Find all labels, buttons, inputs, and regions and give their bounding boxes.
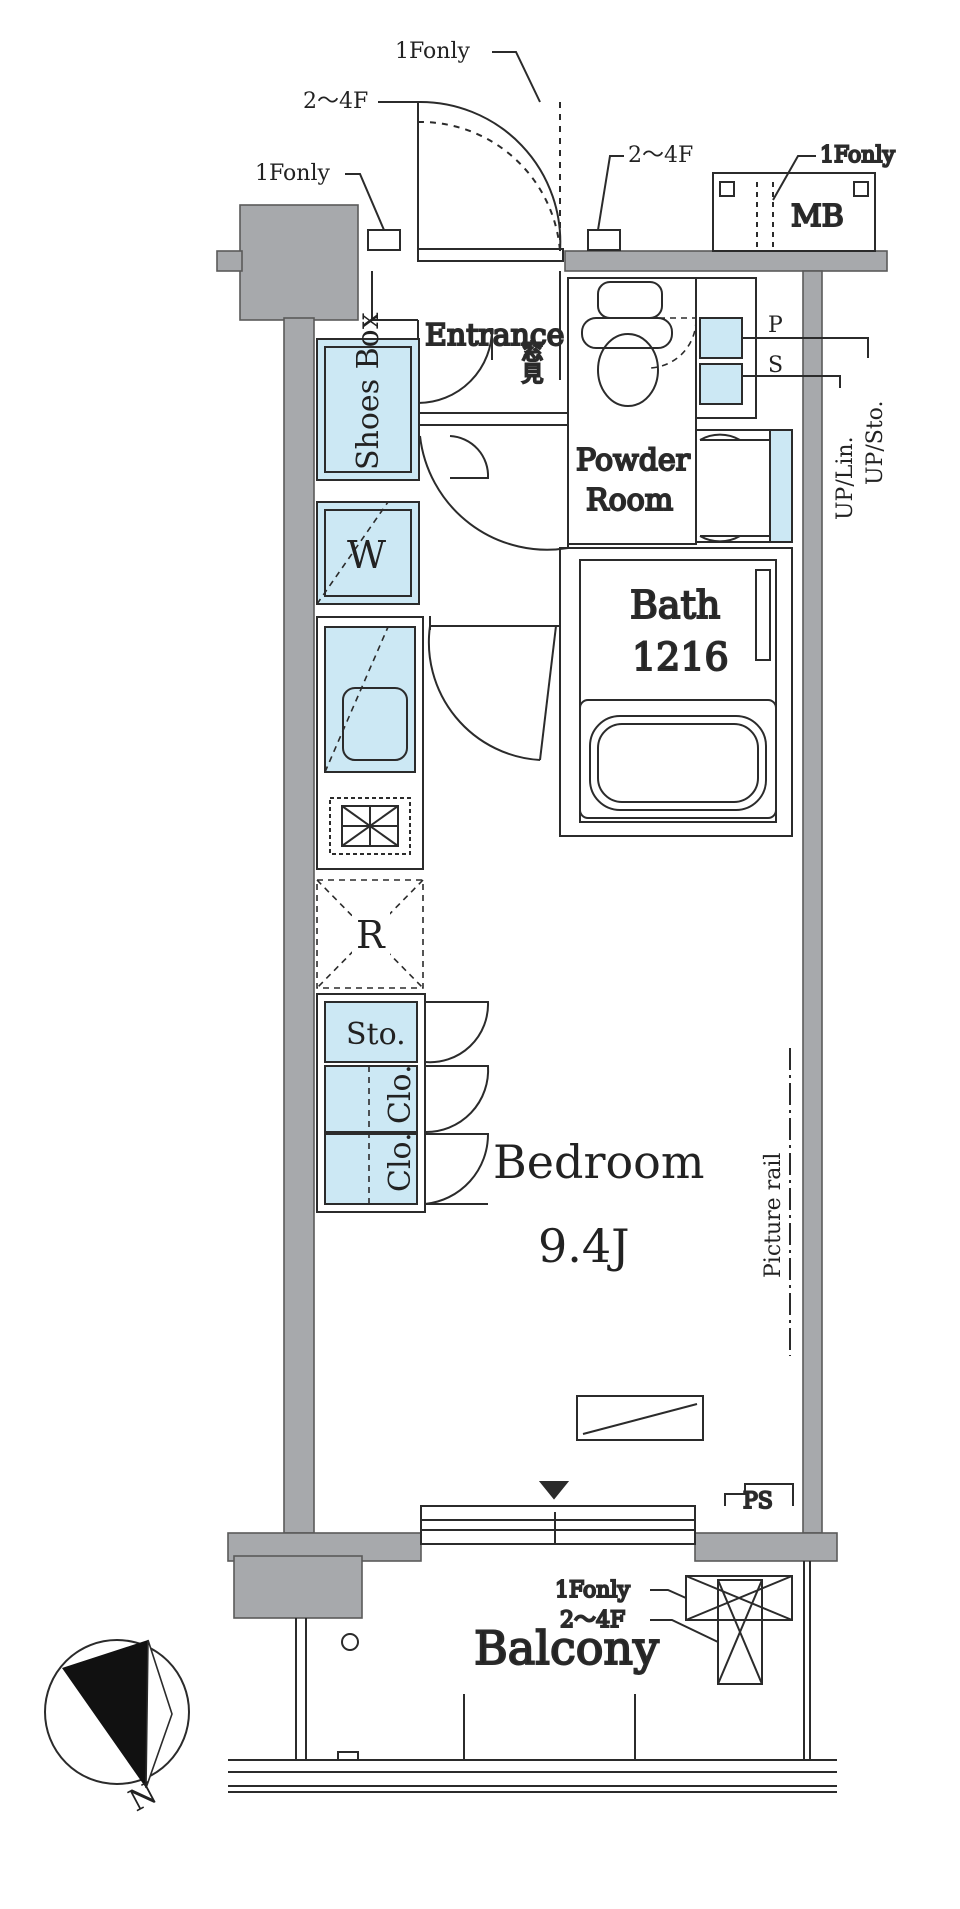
ac-1f-label: 1Fonly (555, 1578, 631, 1603)
top-left-column (239, 204, 359, 321)
storage-label: Sto. (346, 1017, 406, 1052)
left-outer-wall (283, 317, 315, 1534)
door-1f-top-label: 1Fonly (395, 39, 471, 64)
ac-2-4f-label: 2～4F (560, 1608, 625, 1633)
ps-shaft: PS (724, 1483, 794, 1515)
right-outer-wall (802, 270, 823, 1534)
bottom-wall-right (694, 1532, 838, 1562)
bottom-left-column (233, 1555, 363, 1619)
entrance-label: Entrance (425, 318, 564, 353)
washer-space: W (316, 501, 420, 605)
bath-label: Bath (630, 583, 720, 627)
fridge-space: R (316, 879, 424, 989)
ps-label: PS (743, 1489, 773, 1514)
door-callouts: 1Fonly 2～4F 1Fonly 2～4F (255, 39, 693, 231)
kitchen-counter (316, 616, 424, 870)
washer-label: W (347, 533, 386, 577)
mb-label: MB (791, 199, 844, 234)
bathtub-icon (579, 699, 777, 819)
mb-1f-label: 1Fonly (820, 143, 896, 168)
balcony-sliding-door (420, 1481, 696, 1545)
powder-door (419, 435, 569, 551)
up-sto-label: UP/Sto. (863, 400, 888, 485)
walls (216, 204, 888, 1619)
door-2-4f-left-label: 2～4F (303, 89, 368, 114)
air-conditioner (576, 1395, 704, 1441)
vanity (695, 429, 793, 543)
top-wall-left (216, 250, 243, 272)
top-wall-right (564, 250, 888, 272)
fridge-label: R (356, 913, 386, 957)
bath-size-label: 1216 (632, 635, 729, 679)
entrance-door (367, 100, 621, 262)
entrance-jp-label: 窓見 (518, 340, 544, 384)
stove-icon (329, 797, 411, 855)
bedroom: Bedroom 9.4J Picture rail (493, 1048, 791, 1441)
balcony-label: Balcony (474, 1621, 659, 1675)
powder-label-2: Room (586, 483, 673, 518)
north-arrow-icon: N (44, 1639, 190, 1819)
meter-box: MB 1Fonly (712, 142, 897, 252)
closet-b-label: Clo. (383, 1132, 418, 1192)
powder-room: Powder Room (567, 277, 697, 545)
balcony: Balcony 1Fonly 2～4F (228, 1561, 837, 1793)
powder-label-1: Powder (576, 443, 691, 478)
pipe-p-label: P (768, 313, 783, 338)
toilet-icon (581, 281, 673, 407)
bedroom-size-label: 9.4J (538, 1219, 630, 1273)
up-lin-label: UP/Lin. (833, 436, 858, 520)
storage-closets: Sto. Clo. Clo. (316, 993, 490, 1213)
shoes-box-label: Shoes Box (351, 312, 386, 470)
picture-rail-label: Picture rail (761, 1153, 786, 1278)
pipe-s-label: S (768, 353, 783, 378)
sink-icon (342, 687, 408, 761)
bedroom-label: Bedroom (493, 1135, 704, 1189)
bath: Bath 1216 (559, 547, 793, 837)
door-2-4f-right-label: 2～4F (628, 143, 693, 168)
door-1f-left-label: 1Fonly (255, 161, 331, 186)
pipe-shafts: P S (695, 277, 869, 419)
kitchen-door (427, 616, 561, 761)
shoes-box: Shoes Box (316, 312, 420, 481)
closet-a-label: Clo. (383, 1064, 418, 1124)
